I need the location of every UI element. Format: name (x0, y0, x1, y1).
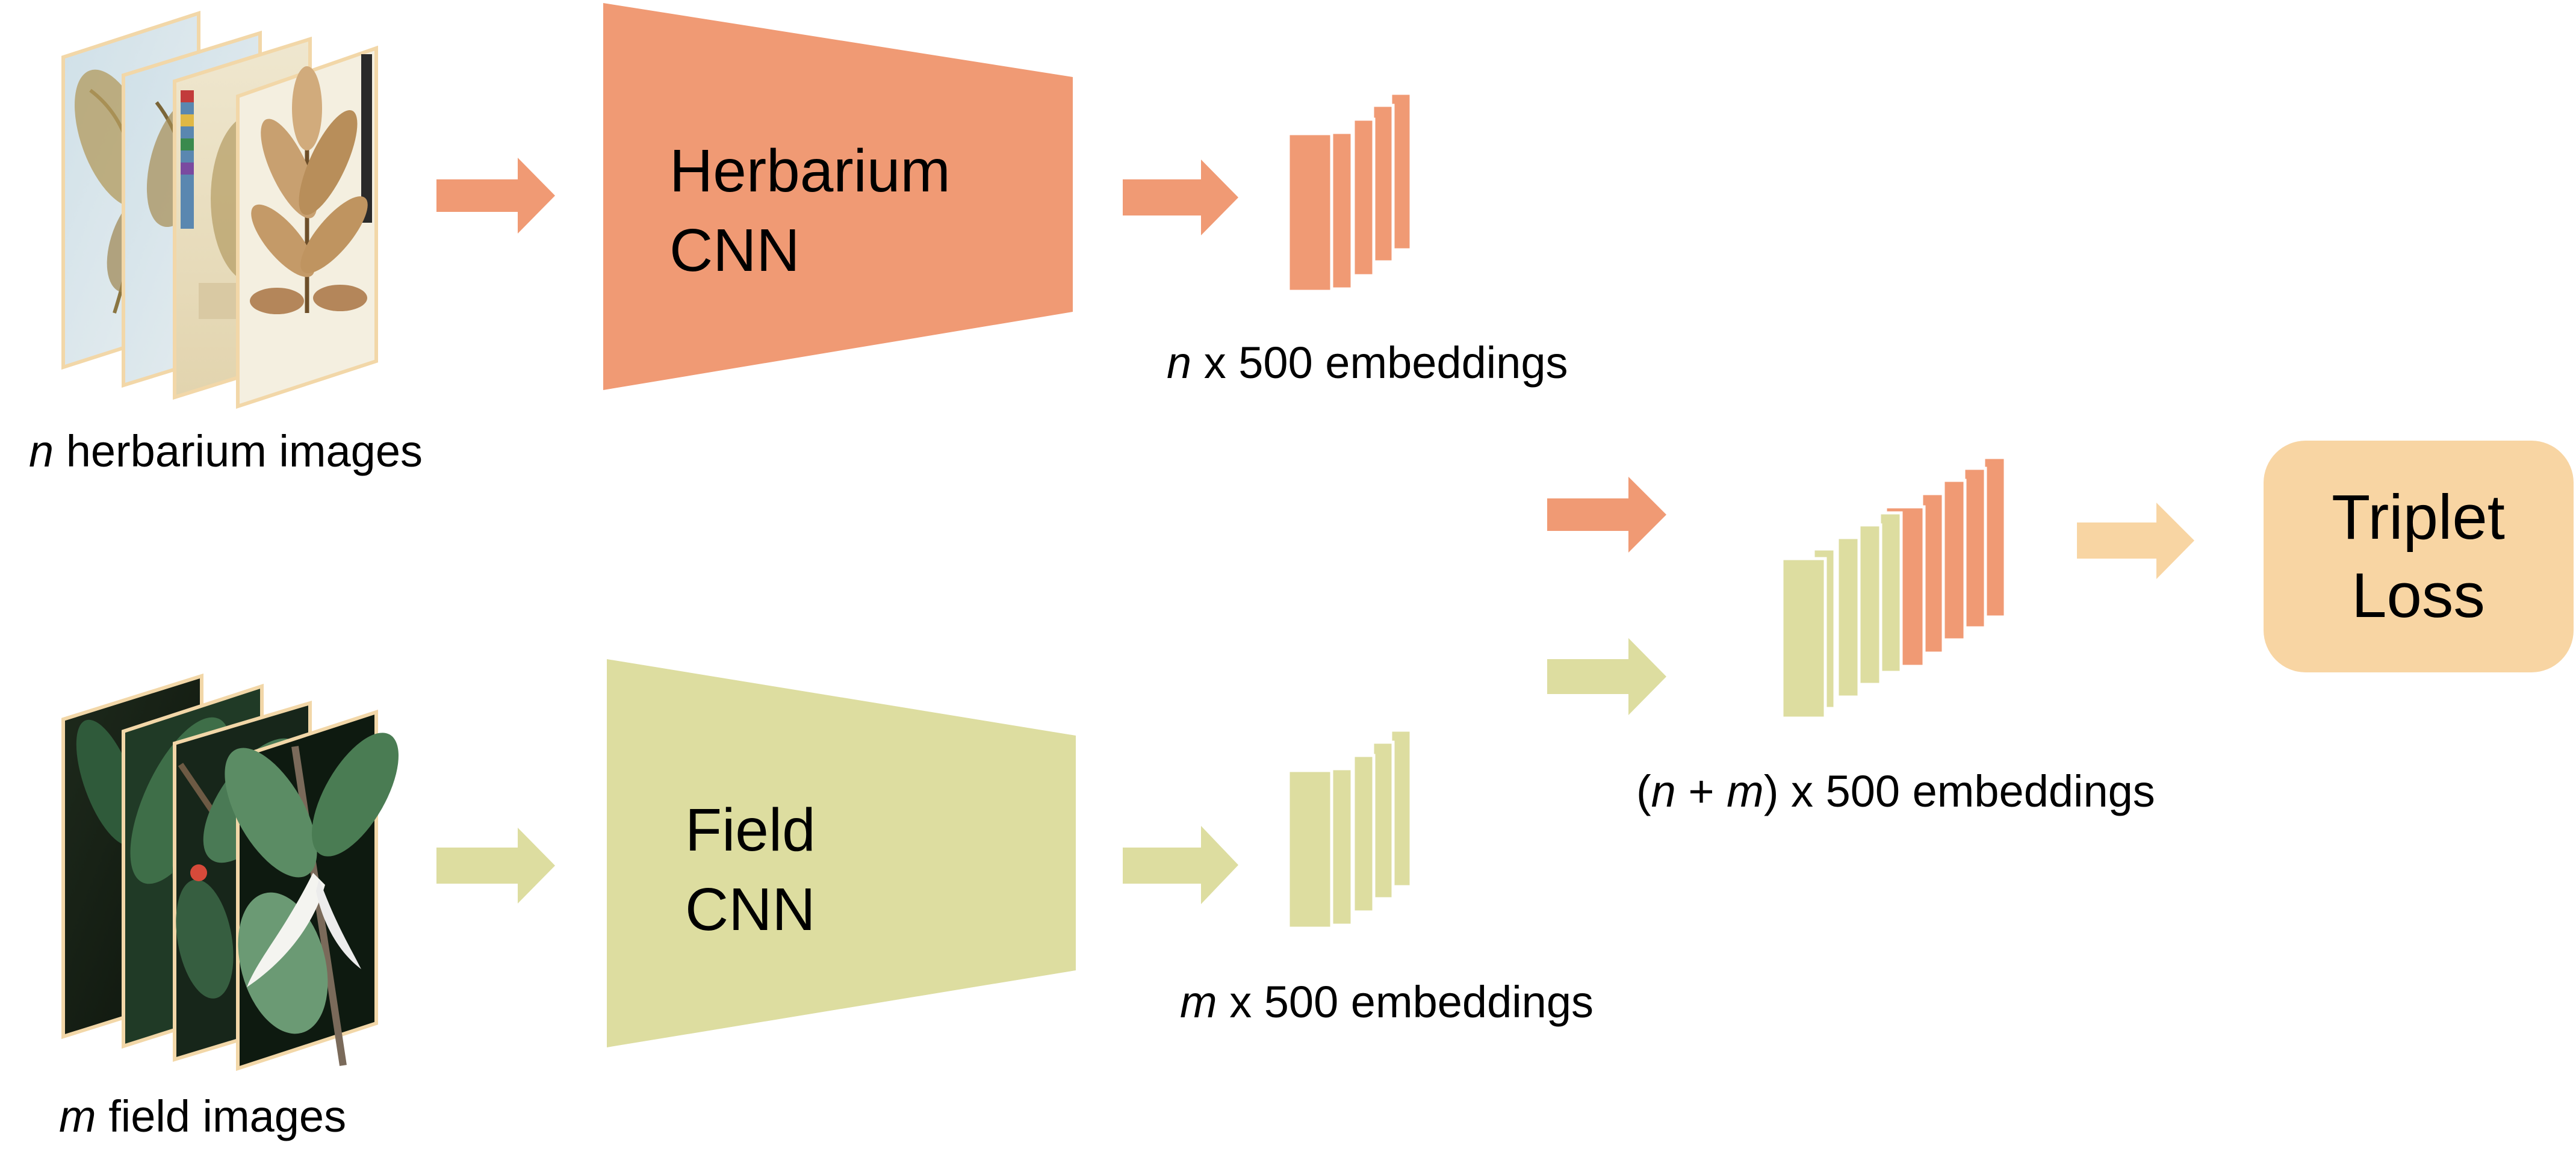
field-cnn-label-1: Field (685, 796, 816, 864)
field-image-stack (61, 673, 399, 1071)
field-image-4 (225, 709, 399, 1071)
arrow-right-icon (436, 158, 555, 234)
herbarium-embedding-stack (1286, 91, 1413, 293)
field-cnn-label-2: CNN (685, 876, 816, 943)
field-embedding-stack (1286, 728, 1413, 930)
arrow-right-icon (1123, 826, 1238, 904)
herbarium-cnn-label-2: CNN (669, 217, 800, 284)
arrow-right-icon (2077, 503, 2194, 579)
field-embeddings-label: m x 500 embeddings (1180, 977, 1594, 1027)
arrow-right-icon (1123, 160, 1238, 235)
combined-embeddings-label: (n + m) x 500 embeddings (1636, 766, 2155, 816)
field-cnn-block (607, 659, 1076, 1047)
arrow-right-icon (436, 828, 555, 904)
arrow-right-icon (1547, 638, 1666, 715)
triplet-loss-box (2264, 441, 2574, 672)
combined-embedding-stack (1780, 456, 2007, 720)
herbarium-image-4 (236, 45, 378, 409)
herbarium-cnn-label-1: Herbarium (669, 137, 951, 205)
herbarium-cnn-block (603, 3, 1073, 390)
arrow-right-icon (1547, 477, 1666, 553)
herbarium-images-label: n herbarium images (29, 426, 423, 476)
herbarium-embeddings-label: n x 500 embeddings (1167, 338, 1568, 388)
triplet-loss-label-2: Loss (2351, 560, 2485, 631)
field-images-label: m field images (59, 1091, 346, 1141)
herbarium-image-stack (61, 10, 378, 409)
triplet-loss-label-1: Triplet (2332, 482, 2505, 553)
